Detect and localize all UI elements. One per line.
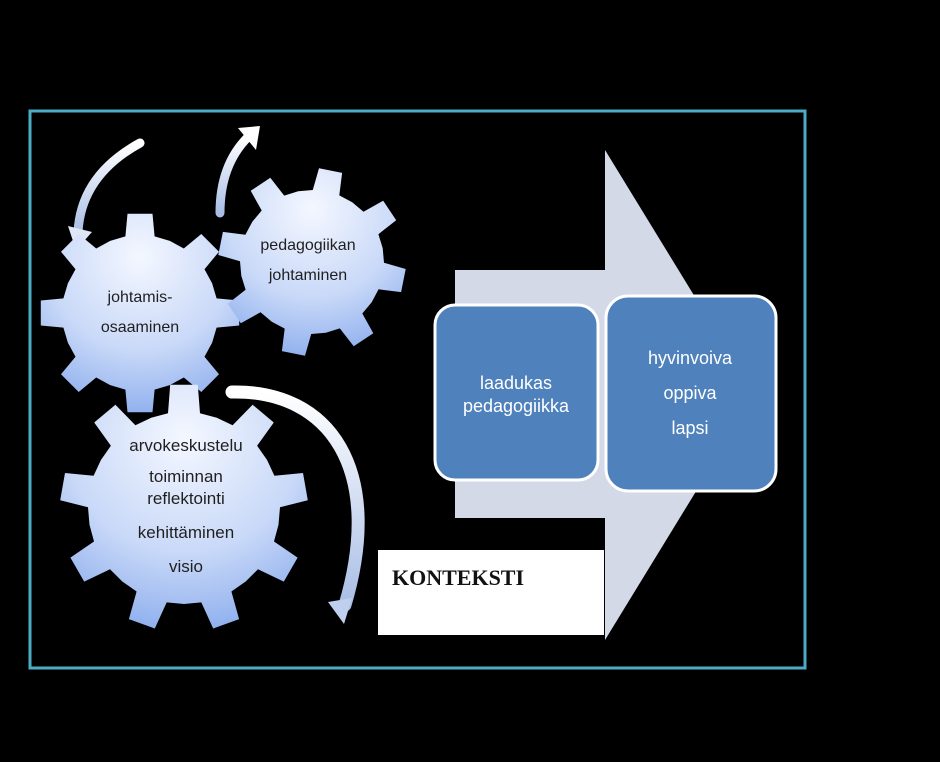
context-label: KONTEKSTI: [392, 565, 524, 590]
gear-values-line-1: arvokeskustelu: [129, 436, 242, 455]
cycle-arrow-top-head: [238, 126, 260, 150]
gear-values-line-3: reflektointi: [147, 489, 224, 508]
box-wellbeing-child-line-1: hyvinvoiva: [648, 348, 733, 368]
gear-values: [60, 384, 308, 629]
cycle-arrow-left: [73, 138, 145, 237]
cycle-arrow-top: [215, 132, 253, 218]
gear-pedagogy-leadership-line-2: johtaminen: [268, 267, 347, 284]
gear-leadership-skills-line-1: johtamis-: [107, 289, 173, 306]
cycle-arrow-big-head: [328, 598, 352, 624]
box-quality-pedagogy-line-2: pedagogiikka: [463, 396, 570, 416]
gear-pedagogy-leadership-line-1: pedagogiikan: [260, 237, 355, 254]
gear-leadership-skills: [40, 213, 240, 413]
box-quality-pedagogy-line-1: laadukas: [480, 373, 552, 393]
box-wellbeing-child: [604, 294, 778, 493]
gear-values-line-4: kehittäminen: [138, 523, 234, 542]
gear-values-line-5: visio: [169, 557, 203, 576]
box-quality-pedagogy: [433, 303, 600, 482]
cycle-arrow-big: [225, 385, 365, 612]
gear-pedagogy-leadership: [218, 168, 406, 356]
gear-values-line-2: toiminnan: [149, 467, 223, 486]
diagram-frame: [28, 109, 807, 670]
box-wellbeing-child-line-2: oppiva: [663, 383, 717, 403]
gear-leadership-skills-line-2: osaaminen: [101, 319, 179, 336]
context-box: [378, 550, 604, 635]
box-wellbeing-child-line-3: lapsi: [671, 418, 708, 438]
